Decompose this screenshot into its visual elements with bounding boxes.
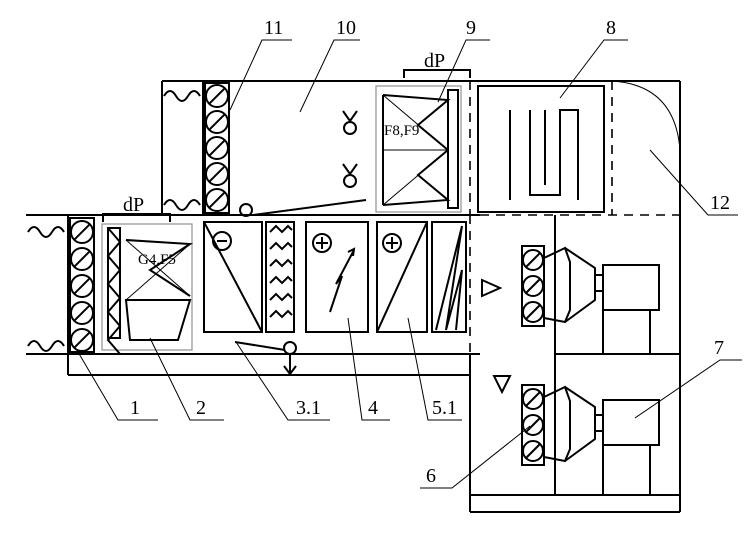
pressure-label-lower: dP <box>123 194 144 216</box>
cooling-coil <box>203 221 263 333</box>
damper-blade <box>205 188 229 212</box>
damper-blade <box>522 414 544 436</box>
coarse-filter-lower <box>101 223 194 355</box>
electric-heater <box>305 221 369 333</box>
damper-blade <box>70 301 94 325</box>
callout-1: 1 <box>130 397 140 419</box>
heat-recovery-coil <box>431 221 467 333</box>
filter-class-upper: F8,F9 <box>384 123 419 139</box>
fine-filter-upper <box>375 85 462 213</box>
damper-blade-axis <box>525 278 541 294</box>
damper-blade <box>522 249 544 271</box>
droplet-eliminator <box>265 221 295 333</box>
eliminator-blade <box>269 292 293 302</box>
damper-blade-axis <box>525 252 541 268</box>
callout-12: 12 <box>710 192 730 214</box>
damper-blade-axis <box>208 165 226 183</box>
damper-blade-axis <box>73 331 91 349</box>
damper-blade-axis <box>208 139 226 157</box>
upper-silencer <box>469 81 613 215</box>
damper-blade <box>205 84 229 108</box>
damper-blade-axis <box>525 304 541 320</box>
damper-blade-axis <box>73 250 91 268</box>
filter-class-lower: G4,F5 <box>138 252 176 268</box>
damper-blade <box>70 247 94 271</box>
callout-5-1: 5.1 <box>432 397 457 419</box>
damper-blade <box>205 136 229 160</box>
damper-blade-axis <box>73 277 91 295</box>
callout-11: 11 <box>264 17 283 39</box>
damper-blade-axis <box>73 304 91 322</box>
damper-blade <box>522 440 544 462</box>
upper-sensor-icons <box>342 110 358 188</box>
callout-8: 8 <box>606 17 616 39</box>
callout-7: 7 <box>714 337 724 359</box>
damper-blade <box>522 388 544 410</box>
callout-9: 9 <box>466 17 476 39</box>
upper-drain-connector <box>239 199 367 217</box>
lower-pressure-bracket <box>102 213 171 222</box>
upper-pressure-bracket <box>403 69 471 78</box>
supply-fan <box>521 245 660 354</box>
damper-blade <box>522 301 544 323</box>
damper-blade-axis <box>525 417 541 433</box>
damper-blade-axis <box>525 443 541 459</box>
damper-blade-axis <box>73 223 91 241</box>
upper-inlet-duct <box>161 81 203 216</box>
callout-3-1: 3.1 <box>296 397 321 419</box>
damper-blade <box>205 110 229 134</box>
condensate-drain <box>234 341 297 376</box>
eliminator-blade <box>269 258 293 268</box>
damper-blade <box>70 274 94 298</box>
lower-damper <box>69 217 95 353</box>
callout-4: 4 <box>368 397 378 419</box>
callout-numbers: 1 2 3.1 4 5.1 6 7 8 9 10 11 12 <box>130 17 730 487</box>
callout-6: 6 <box>426 465 436 487</box>
return-fan <box>521 384 660 495</box>
damper-blade-axis <box>208 87 226 105</box>
fan-section-housing <box>469 81 681 513</box>
eliminator-blade <box>269 309 293 319</box>
damper-blade-axis <box>525 391 541 407</box>
callout-10: 10 <box>336 17 356 39</box>
damper-blade <box>70 220 94 244</box>
upper-damper <box>204 82 230 214</box>
callout-leaders <box>77 39 742 489</box>
damper-blade-axis <box>208 191 226 209</box>
damper-blade <box>70 328 94 352</box>
damper-blade-axis <box>208 113 226 131</box>
heating-coil <box>376 221 428 333</box>
eliminator-blade <box>269 275 293 285</box>
damper-blade <box>205 162 229 186</box>
eliminator-blade <box>269 224 293 234</box>
eliminator-blade <box>269 241 293 251</box>
flow-arrows <box>481 278 512 395</box>
callout-2: 2 <box>196 397 206 419</box>
damper-blade <box>522 275 544 297</box>
pressure-label-upper: dP <box>424 50 445 72</box>
lower-inlet-duct <box>26 214 68 355</box>
upper-section-housing <box>162 80 681 216</box>
